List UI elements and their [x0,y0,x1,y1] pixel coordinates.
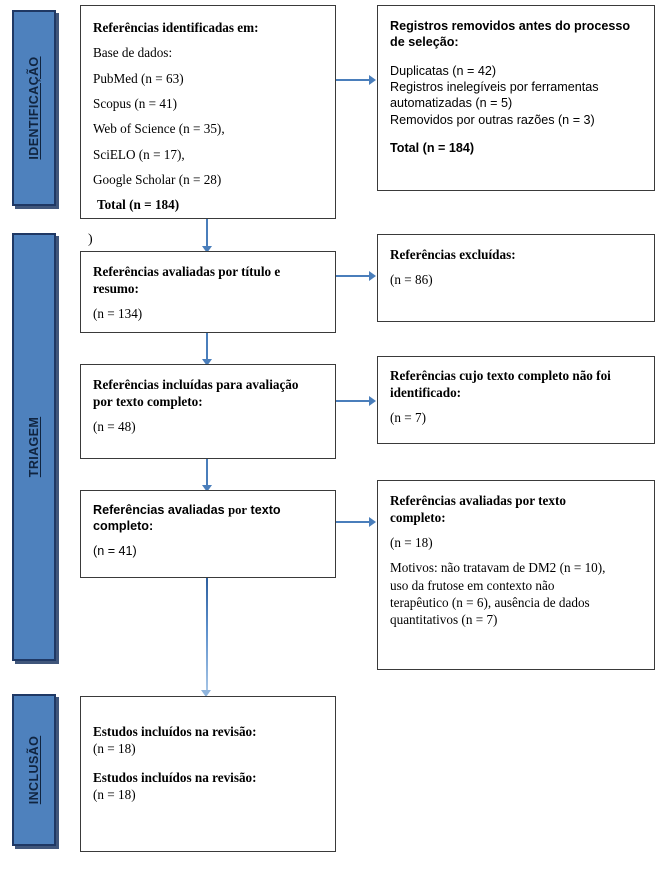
box-assessed-heading-part1: Referências avaliadas [93,503,225,517]
box-assessed-excluded-heading-line2: completo: [390,510,446,526]
box-removed-total: Total (n = 184) [390,141,475,156]
box-records-removed: Registros removidos antes do processo de… [377,5,655,191]
connector-screened-to-included [206,333,208,364]
box-removed-heading-line2: de seleção: [390,35,459,50]
phase-bar-triagem: TRIAGEM [12,233,56,661]
box-excluded-count: (n = 86) [390,272,433,288]
box-assessed-heading-line2: completo: [93,519,154,534]
box-not-retrieved-heading-line1: Referências cujo texto completo não foi [390,368,611,383]
box-excluded-heading: Referências excluídas: [390,247,516,262]
box-identified-line-4: SciELO (n = 17), [93,146,185,162]
box-removed-line-3: Removidos por outras razões (n = 3) [390,112,595,127]
box-assessed-excluded-count: (n = 18) [390,535,433,551]
box-included-fulltext-heading-line1: Referências incluídas para avaliação [93,377,299,392]
box-identified-line-0: Base de dados: [93,45,173,61]
box-removed-heading-line1: Registros removidos antes do processo [390,19,631,33]
stray-parenthesis-artifact: ) [88,232,93,247]
connector-identified-to-screened [206,219,208,251]
connector-assessed-to-excluded [336,521,371,523]
box-assessed-excluded-reason-1: uso da frutose em contexto não [390,577,555,593]
box-included-final-heading-2: Estudos incluídos na revisão: [93,770,257,786]
arrowhead-screened-to-excluded [369,271,376,281]
box-assessed-excluded-reasons: Referências avaliadas por texto completo… [377,480,655,670]
box-assessed-excluded-heading-line1: Referências avaliadas por texto [390,493,566,508]
arrowhead-included-to-assessed [202,485,212,492]
box-references-identified: Referências identificadas em: Base de da… [80,5,336,219]
box-references-excluded: Referências excluídas: (n = 86) [377,234,655,322]
box-removed-line-2: automatizadas (n = 5) [390,96,513,111]
arrowhead-identified-to-removed [369,75,376,85]
phase-bar-inclusao: INCLUSÃO [12,694,56,846]
box-included-final-count-1: (n = 18) [93,741,136,757]
box-assessed-heading-line1: Referências avaliadas por texto [93,502,324,518]
box-screened-heading-line2: resumo: [93,281,139,297]
connector-included-to-assessed [206,459,208,490]
box-fulltext-not-retrieved: Referências cujo texto completo não foi … [377,356,655,444]
phase-label-identificacao: IDENTIFICAÇÃO [27,56,41,160]
box-identified-total: Total (n = 184) [97,197,180,213]
arrowhead-assessed-to-excluded [369,517,376,527]
connector-identified-to-removed [336,79,371,81]
phase-bar-identificacao: IDENTIFICAÇÃO [12,10,56,206]
box-assessed-heading-part3: texto [250,503,281,517]
box-assessed-heading-part2: por [228,503,248,517]
arrowhead-screened-to-included [202,359,212,366]
box-included-fulltext-heading-line2: por texto completo: [93,394,203,410]
box-removed-line-1: Registros inelegíveis por ferramentas [390,80,599,95]
box-screened-count: (n = 134) [93,306,143,322]
connector-assessed-to-included-final [206,578,208,694]
arrowhead-identified-to-screened [202,246,212,253]
box-assessed-excluded-reason-0: Motivos: não tratavam de DM2 (n = 10), [390,560,606,576]
box-references-assessed: Referências avaliadas por texto completo… [80,490,336,578]
box-identified-line-1: PubMed (n = 63) [93,70,184,86]
box-included-final-heading-1: Estudos incluídos na revisão: [93,724,257,739]
box-screened-heading-line1: Referências avaliadas por título e [93,264,281,279]
box-identified-line-5: Google Scholar (n = 28) [93,172,222,188]
box-references-screened: Referências avaliadas por título e resum… [80,251,336,333]
box-studies-included-final: Estudos incluídos na revisão: (n = 18) E… [80,696,336,852]
box-included-for-fulltext: Referências incluídas para avaliação por… [80,364,336,459]
box-removed-line-0: Duplicatas (n = 42) [390,63,497,78]
box-not-retrieved-heading-line2: identificado: [390,385,462,401]
connector-screened-to-excluded [336,275,371,277]
arrowhead-included-to-notretrieved [369,396,376,406]
box-included-final-count-2: (n = 18) [93,787,136,803]
box-identified-line-2: Scopus (n = 41) [93,96,177,112]
box-assessed-excluded-reason-3: quantitativos (n = 7) [390,611,498,627]
arrowhead-assessed-to-included-final [201,690,211,697]
box-identified-line-3: Web of Science (n = 35), [93,121,225,137]
phase-label-inclusao: INCLUSÃO [27,735,41,805]
phase-label-triagem: TRIAGEM [27,416,41,478]
box-included-fulltext-count: (n = 48) [93,419,136,435]
box-identified-heading: Referências identificadas em: [93,20,259,35]
box-assessed-count: (n = 41) [93,543,137,558]
box-not-retrieved-count: (n = 7) [390,410,427,426]
box-assessed-excluded-reason-2: terapêutico (n = 6), ausência de dados [390,594,590,610]
connector-included-to-notretrieved [336,400,371,402]
